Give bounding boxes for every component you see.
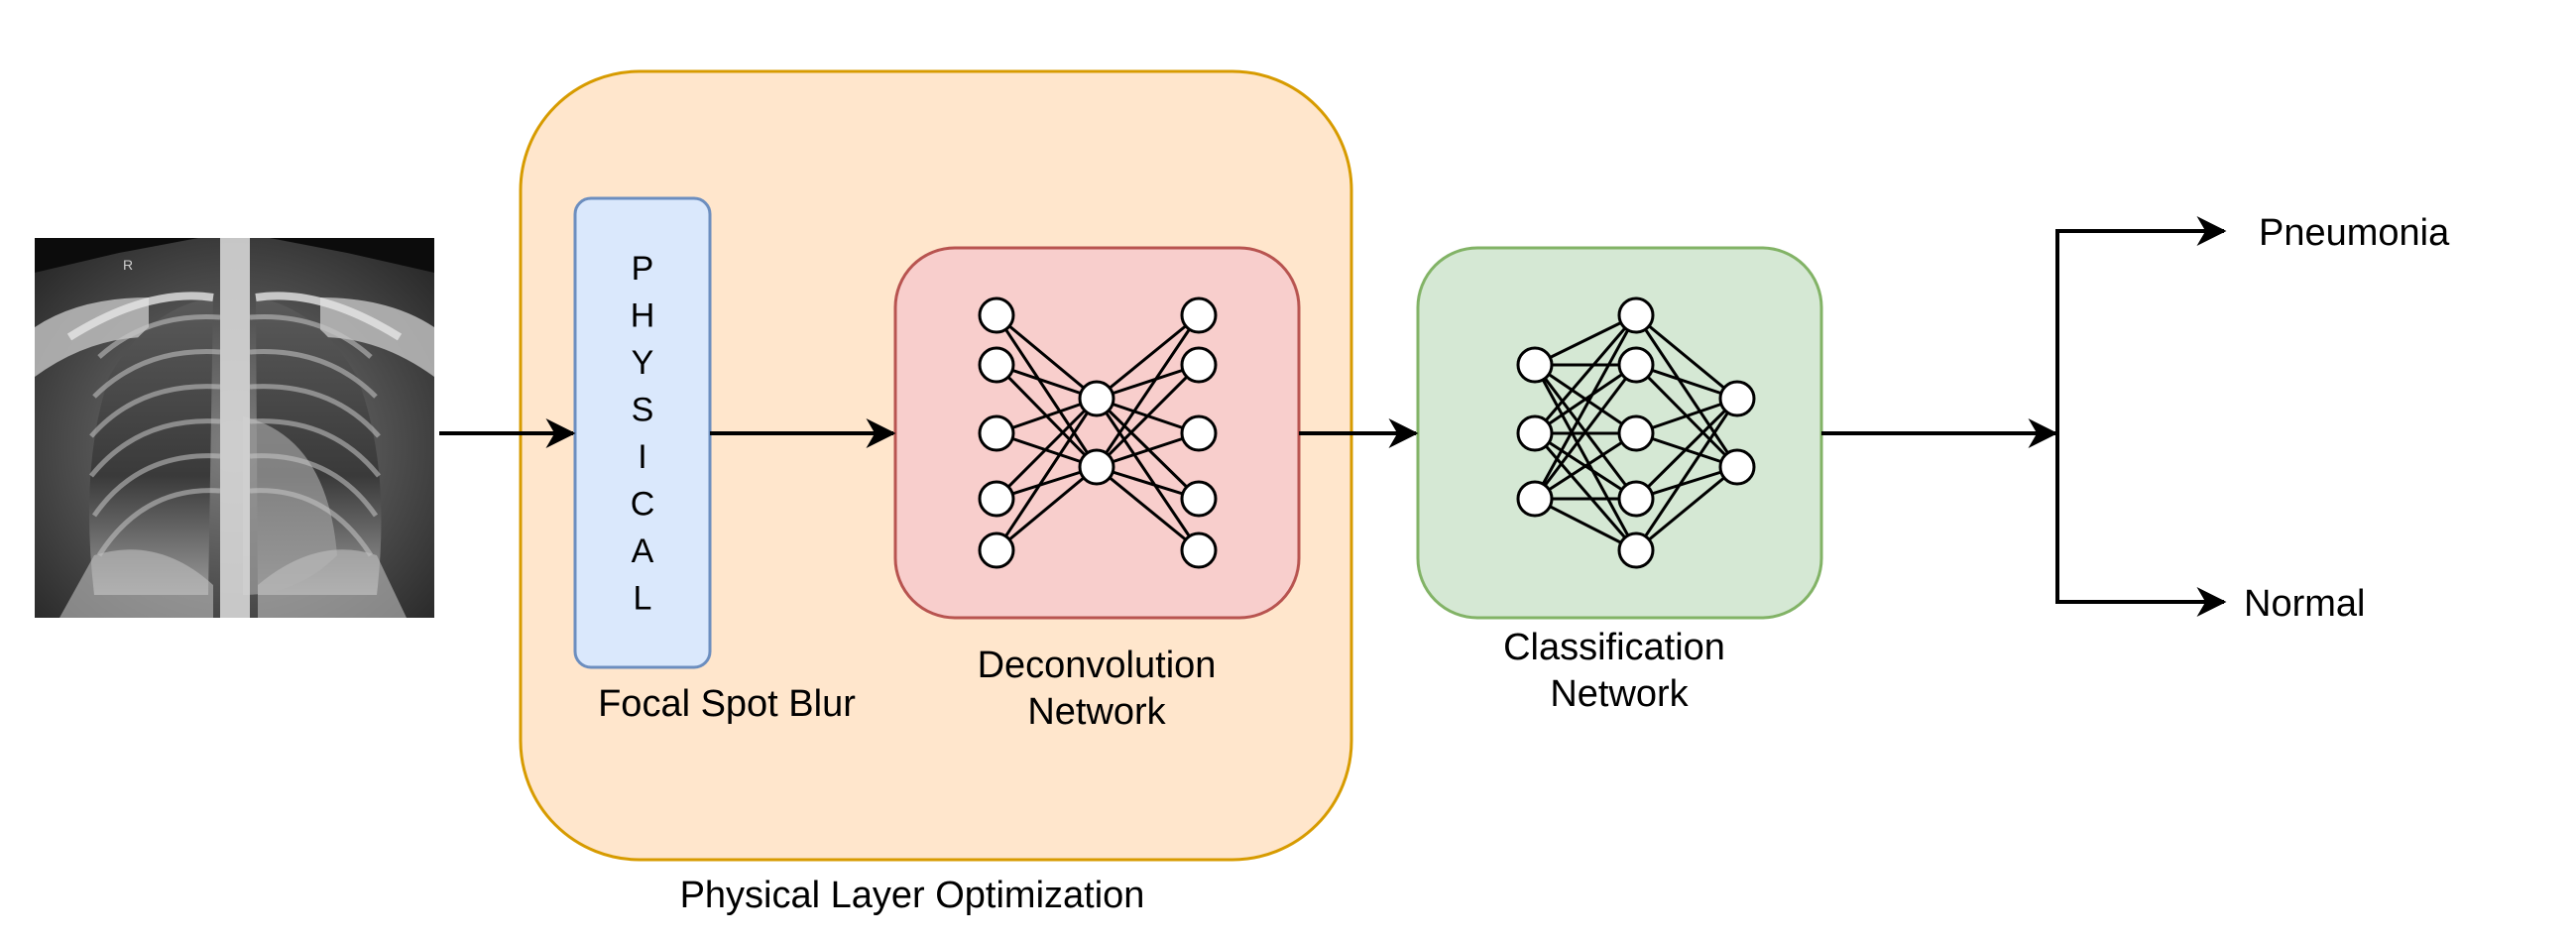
- deconvolution-network-graph: [978, 296, 1218, 569]
- network-edge: [995, 313, 1098, 401]
- network-edge: [1635, 313, 1738, 401]
- network-node: [978, 296, 1015, 334]
- deconvolution-caption-line2: Network: [1027, 691, 1166, 733]
- network-edge: [1095, 314, 1201, 468]
- network-edge: [995, 465, 1098, 552]
- network-edge: [1095, 398, 1201, 551]
- network-node: [1617, 346, 1655, 384]
- network-edge: [1534, 313, 1637, 367]
- network-node: [1180, 531, 1218, 569]
- network-node: [1617, 480, 1655, 518]
- network-node: [1516, 480, 1554, 518]
- network-edge: [995, 398, 1099, 551]
- classification-caption-line1: Classification: [1503, 627, 1725, 668]
- network-edge: [1095, 363, 1201, 469]
- network-node: [1617, 414, 1655, 452]
- physical-letter: C: [631, 486, 655, 524]
- network-node: [1516, 346, 1554, 384]
- network-edge: [1533, 432, 1638, 551]
- network-edge: [995, 397, 1099, 501]
- physical-letter: S: [632, 392, 654, 429]
- classification-network-graph: [1516, 296, 1756, 569]
- network-edge: [1635, 465, 1738, 552]
- network-edge: [1533, 314, 1638, 500]
- network-node: [1078, 448, 1115, 486]
- network-edge: [1534, 363, 1637, 435]
- network-edge: [1534, 497, 1637, 552]
- network-edge: [1634, 314, 1739, 468]
- network-edge: [1533, 314, 1638, 434]
- physical-letter: P: [632, 250, 654, 288]
- network-edge: [1634, 397, 1739, 501]
- chest-xray-image: [35, 238, 434, 618]
- classification-caption-line2: Network: [1550, 673, 1689, 715]
- physical-letter: I: [638, 438, 646, 476]
- focal-spot-caption: Focal Spot Blur: [598, 683, 856, 725]
- physical-letter: L: [634, 580, 652, 618]
- network-edge: [995, 314, 1099, 468]
- network-node: [1180, 414, 1218, 452]
- network-node: [1078, 380, 1115, 417]
- output-normal-label: Normal: [2244, 583, 2365, 625]
- network-node: [978, 414, 1015, 452]
- deconvolution-box: [893, 246, 1301, 620]
- network-node: [978, 346, 1015, 384]
- physical-letter: H: [631, 297, 655, 335]
- physical-layer-title: Physical Layer Optimization: [680, 875, 1145, 916]
- physical-letter: Y: [632, 344, 654, 382]
- network-edge: [1096, 313, 1200, 401]
- network-node: [1718, 380, 1756, 417]
- network-node: [1718, 448, 1756, 486]
- network-node: [1617, 296, 1655, 334]
- network-edge: [1533, 364, 1638, 500]
- network-node: [978, 531, 1015, 569]
- output-pneumonia-label: Pneumonia: [2259, 212, 2450, 254]
- network-edge: [1534, 431, 1637, 501]
- network-node: [978, 480, 1015, 518]
- xray-marker-text: R: [123, 257, 133, 273]
- network-edge: [1533, 364, 1638, 551]
- network-node: [1180, 480, 1218, 518]
- deconvolution-caption-line1: Deconvolution: [978, 645, 1217, 686]
- network-node: [1180, 346, 1218, 384]
- physical-letter: A: [632, 532, 654, 570]
- network-node: [1516, 414, 1554, 452]
- network-edge: [1096, 465, 1200, 552]
- network-edge: [1634, 398, 1739, 551]
- network-node: [1617, 531, 1655, 569]
- network-node: [1180, 296, 1218, 334]
